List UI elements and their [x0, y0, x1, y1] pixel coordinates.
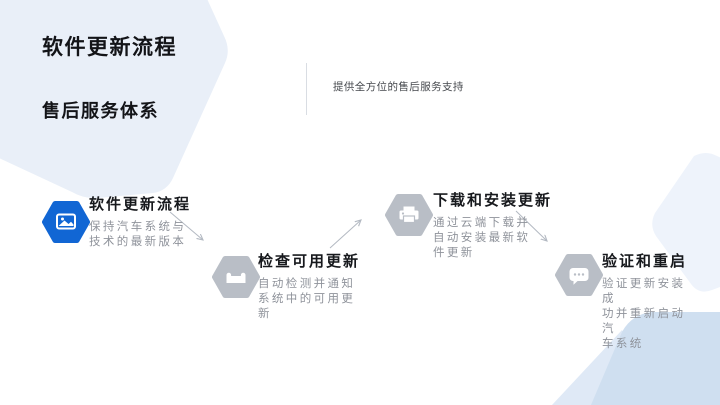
step-description: 验证更新安装成 功并重新启动汽 车系统	[602, 278, 686, 350]
decor-shape-top-right	[652, 153, 720, 292]
step-title: 检查可用更新	[258, 253, 361, 270]
slide-subtitle: 提供全方位的售后服务支持	[333, 81, 464, 93]
subtitle-divider	[306, 63, 307, 115]
step-description: 自动检测并通知 系统中的可用更 新	[258, 278, 356, 320]
slide-title-primary: 软件更新流程	[42, 36, 177, 59]
step-title: 软件更新流程	[89, 196, 192, 213]
decor-shape-top-left	[0, 0, 228, 199]
step-title: 下载和安装更新	[433, 192, 553, 209]
arrow-step1-step2	[169, 211, 203, 240]
step-description: 保持汽车系统与 技术的最新版本	[89, 221, 187, 248]
chat-dots-icon	[555, 253, 603, 297]
slide-title-secondary: 售后服务体系	[42, 101, 159, 121]
step-description: 通过云端下载并 自动安装最新软 件更新	[433, 217, 531, 259]
step-title: 验证和重启	[602, 253, 688, 270]
arrow-step2-step3	[329, 220, 361, 249]
image-icon	[42, 200, 90, 244]
decor-shape-bottom-right	[590, 312, 720, 405]
arrow-step3-step4	[515, 210, 547, 241]
couch-icon	[212, 255, 260, 299]
printer-icon	[385, 193, 433, 237]
